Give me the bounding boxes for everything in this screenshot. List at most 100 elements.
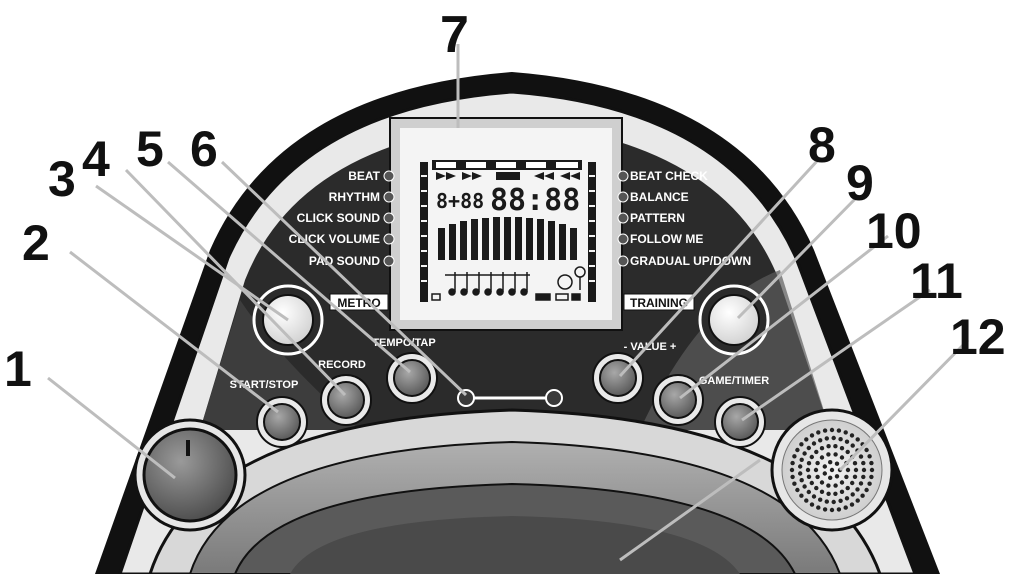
speaker-hole <box>809 454 814 460</box>
lcd-digits-big: 88:88 <box>490 183 580 218</box>
speaker-hole <box>792 481 797 486</box>
callout-9: 9 <box>846 155 874 211</box>
speaker-hole <box>809 480 814 486</box>
menu-beat-check: BEAT CHECK <box>630 169 708 183</box>
speaker-hole <box>831 499 836 505</box>
speaker-hole <box>855 437 860 442</box>
start-stop-button[interactable] <box>256 396 308 448</box>
speaker-hole <box>858 454 864 459</box>
speaker-hole <box>833 491 838 496</box>
speaker-hole <box>861 467 867 473</box>
speaker-hole <box>824 436 829 441</box>
speaker-hole <box>819 455 825 460</box>
tempo-tap-button[interactable] <box>386 352 438 404</box>
speaker-hole <box>836 507 842 512</box>
speaker-hole <box>869 467 875 473</box>
menu-rhythm: RHYTHM <box>329 190 380 204</box>
speaker-hole <box>864 487 869 493</box>
speaker-hole <box>829 427 835 433</box>
speaker-hole <box>826 444 831 449</box>
menu-gradual-up-down: GRADUAL UP/DOWN <box>630 254 751 268</box>
speaker-hole <box>867 454 872 459</box>
speaker-hole <box>819 480 825 485</box>
speaker-hole <box>861 474 866 480</box>
speaker-hole <box>852 474 858 479</box>
menu-pad-sound: PAD SOUND <box>309 254 380 268</box>
speaker-hole <box>804 498 809 503</box>
callout-11: 11 <box>910 253 963 309</box>
lcd-bar-graph <box>438 217 577 260</box>
speaker-hole <box>845 467 851 473</box>
value-plus-button[interactable] <box>652 374 704 426</box>
speaker-hole <box>844 496 850 501</box>
menu-balance: BALANCE <box>630 190 689 204</box>
speaker-hole <box>822 428 828 433</box>
callout-lines <box>47 44 970 562</box>
callout-5: 5 <box>136 121 164 177</box>
left-menu: BEAT RHYTHM CLICK SOUND CLICK VOLUME PAD… <box>289 169 395 268</box>
speaker-hole <box>826 483 831 488</box>
lcd-content: 8+88 88:88 <box>420 160 596 302</box>
speaker-hole <box>822 507 828 512</box>
value-label: - VALUE + <box>624 341 677 353</box>
speaker-hole <box>802 451 807 456</box>
training-label: TRAINING <box>630 296 688 310</box>
speaker-hole <box>798 471 803 476</box>
speaker-hole <box>818 497 823 502</box>
speaker-hole <box>855 487 860 492</box>
training-tag <box>623 293 695 311</box>
speaker-hole <box>816 430 821 435</box>
speaker-hole <box>805 467 811 473</box>
speaker-hole <box>806 445 811 451</box>
speaker-hole <box>829 507 835 513</box>
speaker-hole <box>790 460 795 466</box>
speaker-hole <box>789 467 795 473</box>
speaker-hole <box>852 461 858 466</box>
menu-beat: BEAT <box>348 169 380 183</box>
drum-pad-inner <box>290 516 740 574</box>
speaker-hole <box>822 464 827 469</box>
speaker-hole <box>839 480 845 485</box>
speaker-hole <box>792 454 797 459</box>
speaker-hole <box>813 467 819 473</box>
speaker-hole <box>869 460 874 466</box>
speaker-hole <box>811 441 817 446</box>
speaker-hole <box>818 438 823 443</box>
speaker-hole <box>858 481 864 486</box>
speaker-hole <box>867 481 872 486</box>
speaker-hole <box>836 428 842 433</box>
speaker-hole <box>864 447 869 453</box>
speaker-hole <box>795 487 800 493</box>
speaker-hole <box>839 446 845 451</box>
speaker-hole <box>850 480 855 486</box>
volume-knob[interactable] <box>133 418 247 532</box>
speaker-hole <box>845 485 850 491</box>
speaker-hole <box>853 467 859 473</box>
speaker-hole <box>831 435 836 441</box>
speaker-hole <box>802 484 807 489</box>
speaker-hole <box>845 449 850 455</box>
speaker-hole <box>811 494 817 499</box>
menu-pattern: PATTERN <box>630 211 685 225</box>
speaker-hole <box>839 455 845 460</box>
record-button[interactable] <box>320 374 372 426</box>
menu-click-volume: CLICK VOLUME <box>289 232 380 246</box>
speaker-hole <box>861 460 866 466</box>
tempo-tap-label: TEMPO/TAP <box>372 337 435 349</box>
speaker-hole <box>855 498 860 503</box>
speaker-hole <box>839 489 845 494</box>
speaker-hole <box>850 492 855 497</box>
speaker-hole <box>843 430 848 435</box>
speaker-hole <box>799 478 804 483</box>
game-timer-button[interactable] <box>714 396 766 448</box>
speaker-hole <box>799 493 804 498</box>
speaker-hole <box>869 474 874 480</box>
speaker-hole <box>843 505 848 510</box>
speaker-hole <box>826 491 831 496</box>
speaker-hole <box>819 489 825 494</box>
callout-7: 7 <box>440 6 469 64</box>
lcd-digits-small: 8+88 <box>436 189 484 213</box>
speaker-hole <box>833 444 838 449</box>
speaker-hole <box>806 489 811 495</box>
speaker-hole <box>849 433 855 438</box>
